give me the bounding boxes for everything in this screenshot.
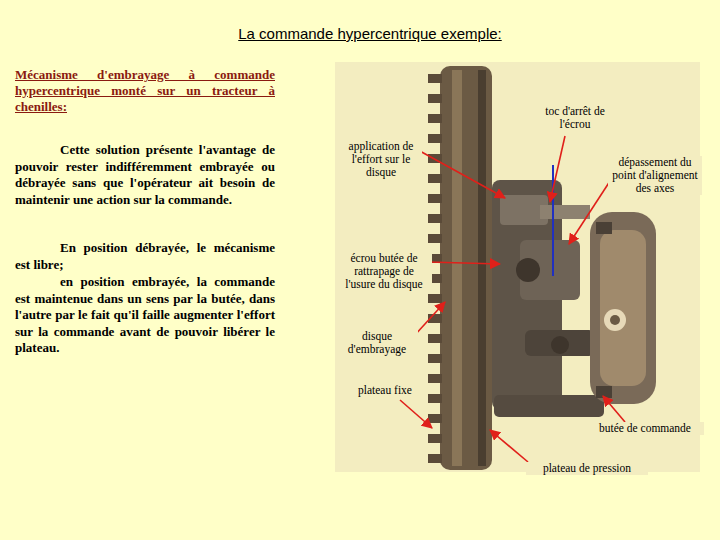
part-label: plateau de pression (526, 462, 648, 475)
leader-lines (400, 136, 625, 462)
part-label: disque d'embrayage (336, 330, 418, 356)
body-text: En position débrayée, le mécanisme est l… (15, 240, 275, 273)
axis-line (552, 165, 554, 276)
slide-title: La commande hypercentrique exemple: (0, 25, 720, 42)
section-heading: Mécanisme d'embrayage à commande hyperce… (15, 67, 275, 115)
part-label: toc d'arrêt de l'écrou (528, 105, 622, 131)
photo-ground (335, 62, 700, 472)
body-text: en position embrayée, la commande est ma… (15, 274, 275, 357)
part-label: plateau fixe (348, 384, 422, 397)
control-hub (590, 212, 656, 404)
body-text: Cette solution présente l'avantage de po… (15, 142, 275, 208)
part-label: dépassement du point d'alignement des ax… (608, 156, 702, 195)
clutch-disc (428, 66, 492, 470)
part-label: application de l'effort sur le disque (340, 140, 422, 179)
part-label: butée de commande (586, 422, 704, 435)
part-label: écrou butée de rattrapage de l'usure du … (336, 252, 432, 291)
